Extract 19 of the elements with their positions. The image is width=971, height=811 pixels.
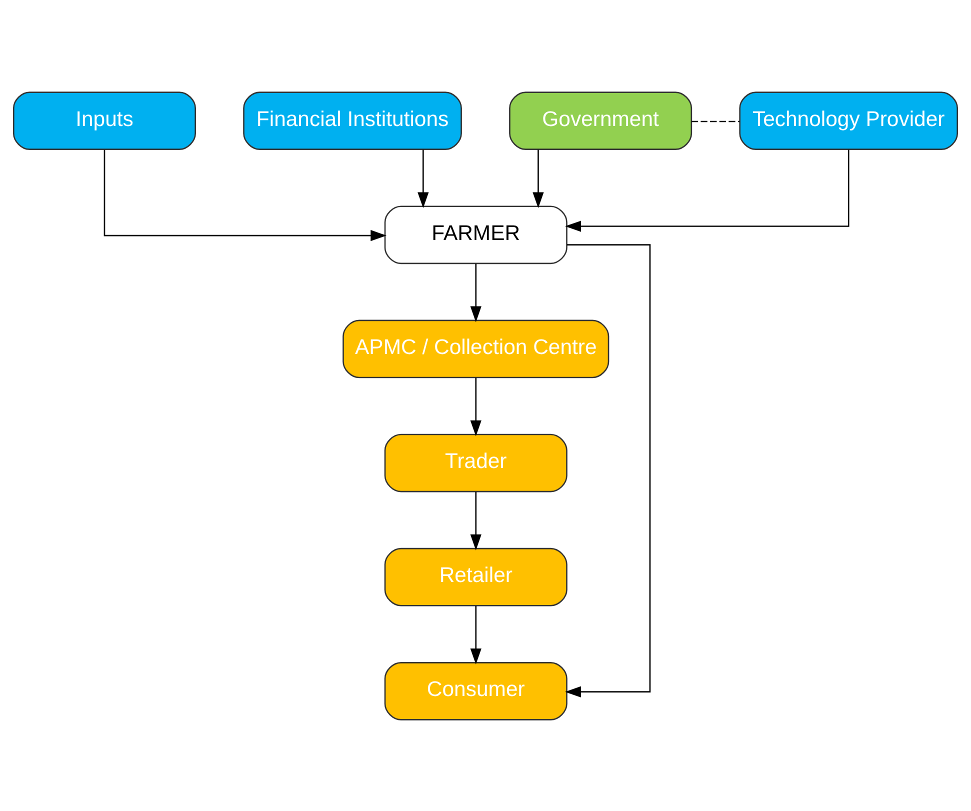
node-box: Government (509, 91, 692, 150)
node-box: Trader (384, 433, 568, 492)
connector (692, 120, 740, 122)
arrow (470, 605, 482, 664)
arrow (470, 377, 482, 436)
arrow (470, 263, 482, 322)
arrow (565, 244, 651, 697)
node-box: Technology Provider (739, 91, 958, 150)
arrow (104, 149, 387, 241)
node-box: APMC / Collection Centre (342, 319, 610, 378)
node-box: FARMER (384, 205, 568, 264)
node-box: Consumer (384, 662, 568, 720)
node-box: Inputs (12, 91, 196, 150)
node-box: Retailer (384, 547, 568, 606)
arrow (470, 491, 482, 550)
node-box: Financial Institutions (243, 91, 462, 150)
arrow (418, 149, 429, 208)
arrow (532, 149, 544, 208)
arrow (565, 149, 850, 232)
